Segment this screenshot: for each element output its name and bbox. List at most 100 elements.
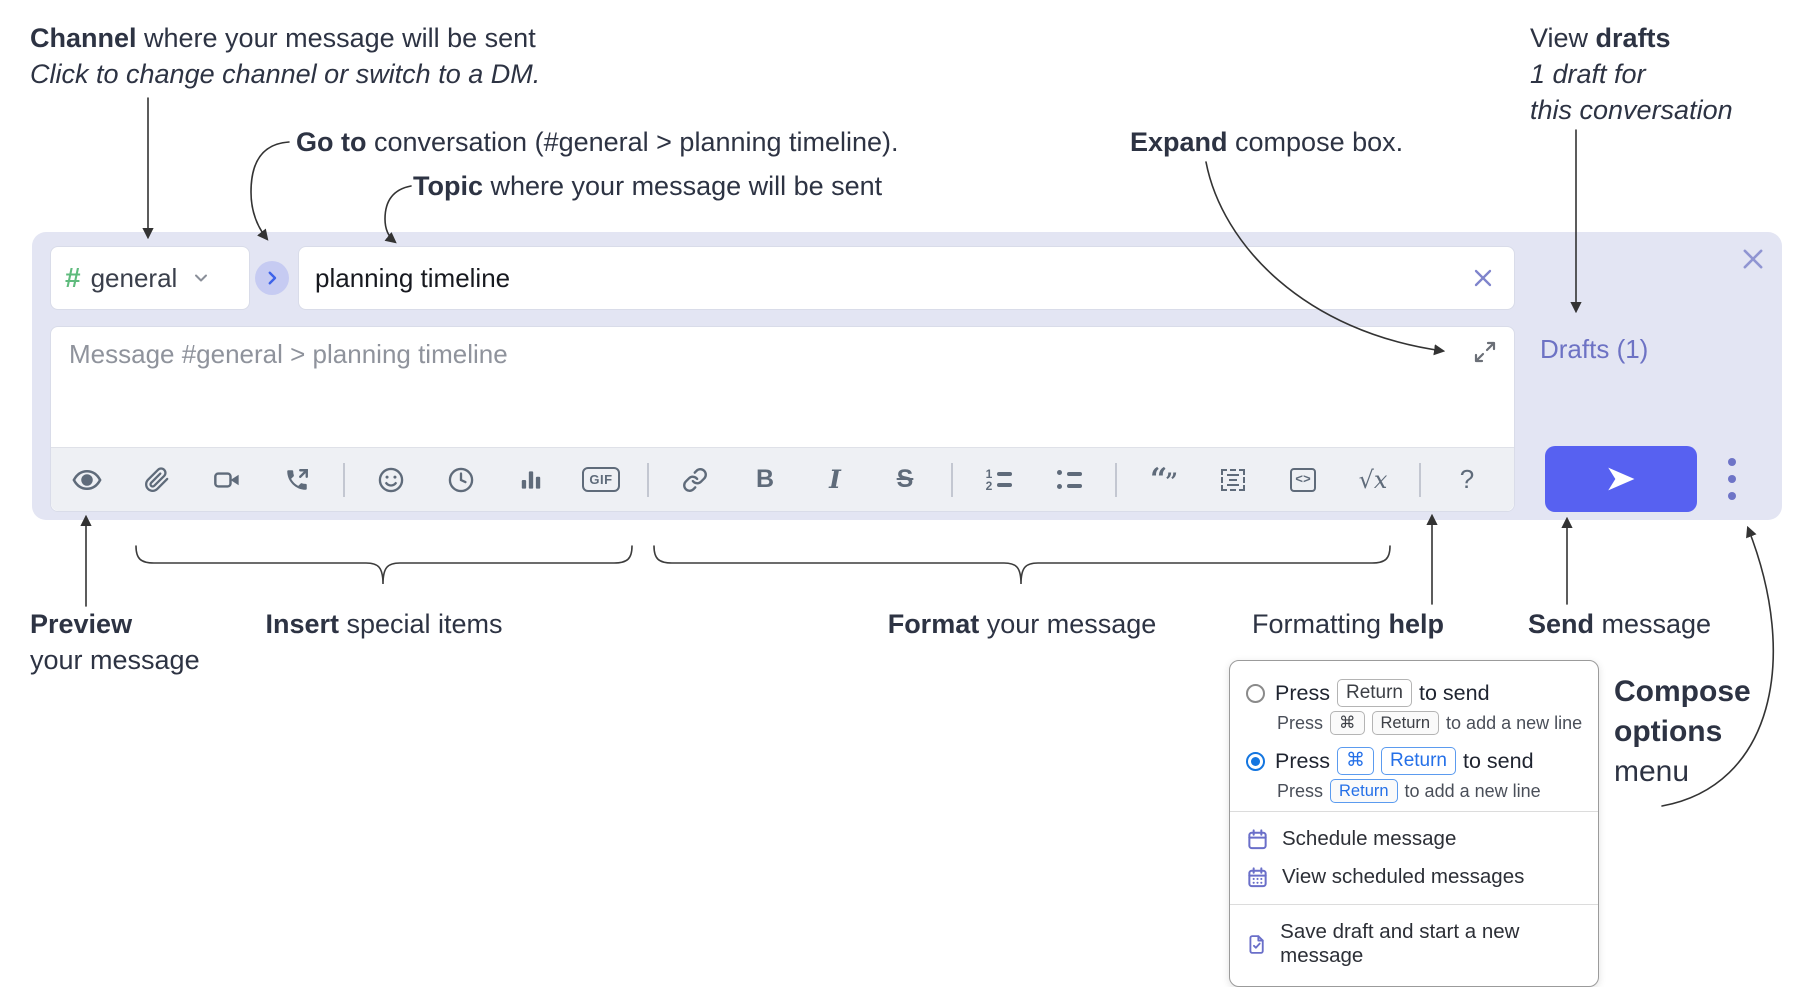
bar-chart-icon bbox=[521, 470, 541, 489]
chevron-down-icon bbox=[191, 268, 211, 288]
toolbar-divider bbox=[343, 462, 345, 497]
drafts-link[interactable]: Drafts (1) bbox=[1540, 334, 1649, 364]
annotation-insert: Insert special items bbox=[265, 609, 503, 639]
calendar-icon bbox=[1248, 828, 1267, 849]
compose-options-button[interactable] bbox=[1708, 454, 1756, 504]
annotation-goto: Go to conversation (#general > planning … bbox=[296, 127, 899, 157]
option-enter-to-send[interactable]: Press Return to send bbox=[1246, 679, 1584, 707]
video-call-button[interactable] bbox=[203, 458, 251, 502]
math-button[interactable]: √x bbox=[1349, 458, 1397, 502]
toolbar-divider bbox=[1419, 462, 1421, 497]
key-chip-cmd: ⌘ bbox=[1336, 747, 1374, 775]
phone-outgoing-icon bbox=[287, 468, 308, 490]
brace-format bbox=[653, 545, 1391, 585]
annotation-expand: Expand compose box. bbox=[1130, 127, 1404, 157]
bold-button[interactable]: B bbox=[741, 458, 789, 502]
smiley-icon bbox=[378, 467, 404, 492]
menu-item-save-draft[interactable]: Save draft and start a new message bbox=[1244, 913, 1584, 978]
send-button[interactable] bbox=[1545, 446, 1697, 512]
annotation-preview: Preview your message bbox=[30, 609, 200, 675]
gif-icon: GIF bbox=[582, 467, 620, 492]
annotation-channel: Channel where your message will be sent … bbox=[30, 23, 541, 89]
italic-button[interactable]: I bbox=[811, 458, 859, 502]
menu-item-schedule-message[interactable]: Schedule message bbox=[1244, 820, 1584, 858]
option-cmd-enter-subtext: Press Return to add a new line bbox=[1277, 779, 1584, 803]
channel-selector[interactable]: # general bbox=[50, 246, 250, 310]
voice-call-button[interactable] bbox=[273, 458, 321, 502]
annotation-format: Format your message bbox=[887, 609, 1157, 639]
topic-input[interactable] bbox=[315, 262, 1468, 294]
toolbar-divider bbox=[1115, 462, 1117, 497]
compose-options-popup: Press Return to send Press ⌘ Return to a… bbox=[1229, 660, 1599, 987]
expand-icon bbox=[1474, 341, 1496, 363]
channel-hash-icon: # bbox=[65, 262, 81, 293]
question-mark-icon: ? bbox=[1459, 464, 1475, 494]
menu-item-view-scheduled[interactable]: View scheduled messages bbox=[1244, 858, 1584, 896]
video-camera-icon bbox=[214, 471, 239, 488]
code-icon: <> bbox=[1290, 467, 1316, 492]
bulleted-list-button[interactable] bbox=[1045, 458, 1093, 502]
annotation-topic: Topic where your message will be sent bbox=[413, 171, 883, 201]
close-icon bbox=[1743, 249, 1763, 269]
option-cmd-enter-to-send[interactable]: Press ⌘ Return to send bbox=[1246, 747, 1584, 775]
link-icon bbox=[683, 467, 707, 492]
formatting-help-button[interactable]: ? bbox=[1443, 458, 1491, 502]
vertical-ellipsis-icon bbox=[1728, 458, 1736, 500]
compose-box: # general Message #general > planning ti… bbox=[32, 232, 1782, 520]
message-placeholder: Message #general > planning timeline bbox=[69, 339, 508, 369]
annotation-view-drafts: View drafts 1 draft for this conversatio… bbox=[1530, 23, 1733, 125]
emoji-button[interactable] bbox=[367, 458, 415, 502]
eye-icon bbox=[72, 469, 102, 490]
radio-unselected-icon[interactable] bbox=[1246, 683, 1265, 703]
spoiler-icon bbox=[1221, 468, 1245, 491]
arrow-goto bbox=[250, 141, 290, 241]
document-check-icon bbox=[1249, 934, 1264, 954]
attach-file-button[interactable] bbox=[133, 458, 181, 502]
key-chip-return: Return bbox=[1380, 747, 1456, 775]
key-chip-return: Return bbox=[1336, 679, 1412, 707]
popup-divider bbox=[1230, 904, 1598, 905]
toolbar-divider bbox=[647, 462, 649, 497]
channel-name: general bbox=[90, 262, 178, 293]
annotation-formatting-help: Formatting help bbox=[1252, 609, 1445, 639]
paperclip-icon bbox=[145, 466, 169, 492]
time-button[interactable] bbox=[437, 458, 485, 502]
clock-icon bbox=[448, 467, 474, 492]
gif-button[interactable]: GIF bbox=[577, 458, 625, 502]
option-enter-subtext: Press ⌘ Return to add a new line bbox=[1277, 711, 1584, 735]
toolbar-divider bbox=[951, 462, 953, 497]
popup-divider bbox=[1230, 811, 1598, 812]
annotation-compose-options: Compose options menu bbox=[1614, 675, 1751, 788]
topic-input-wrapper bbox=[298, 246, 1515, 310]
brace-insert bbox=[135, 545, 633, 585]
send-icon bbox=[1608, 467, 1635, 491]
key-chip-return: Return bbox=[1330, 779, 1398, 803]
chevron-right-icon bbox=[268, 271, 277, 285]
link-button[interactable] bbox=[671, 458, 719, 502]
key-chip-cmd: ⌘ bbox=[1330, 711, 1365, 735]
math-icon: √x bbox=[1358, 465, 1388, 494]
radio-selected-icon[interactable] bbox=[1246, 751, 1265, 771]
bulleted-list-icon bbox=[1056, 470, 1082, 489]
clear-topic-button[interactable] bbox=[1468, 263, 1498, 293]
annotation-send: Send message bbox=[1528, 609, 1712, 639]
close-icon bbox=[1474, 269, 1492, 287]
key-chip-return: Return bbox=[1371, 711, 1440, 735]
bold-icon: B bbox=[755, 465, 775, 493]
preview-button[interactable] bbox=[63, 458, 111, 502]
strikethrough-icon: S bbox=[896, 465, 914, 493]
strikethrough-button[interactable]: S bbox=[881, 458, 929, 502]
expand-compose-button[interactable] bbox=[1472, 339, 1498, 365]
message-compose-area[interactable]: Message #general > planning timeline bbox=[50, 326, 1515, 512]
close-compose-button[interactable] bbox=[1738, 244, 1768, 274]
code-button[interactable]: <> bbox=[1279, 458, 1327, 502]
quote-button[interactable]: “” bbox=[1139, 458, 1187, 502]
poll-button[interactable] bbox=[507, 458, 555, 502]
spoiler-button[interactable] bbox=[1209, 458, 1257, 502]
quote-icon: “” bbox=[1150, 462, 1178, 497]
go-to-conversation-button[interactable] bbox=[255, 261, 289, 295]
italic-icon: I bbox=[829, 465, 841, 494]
